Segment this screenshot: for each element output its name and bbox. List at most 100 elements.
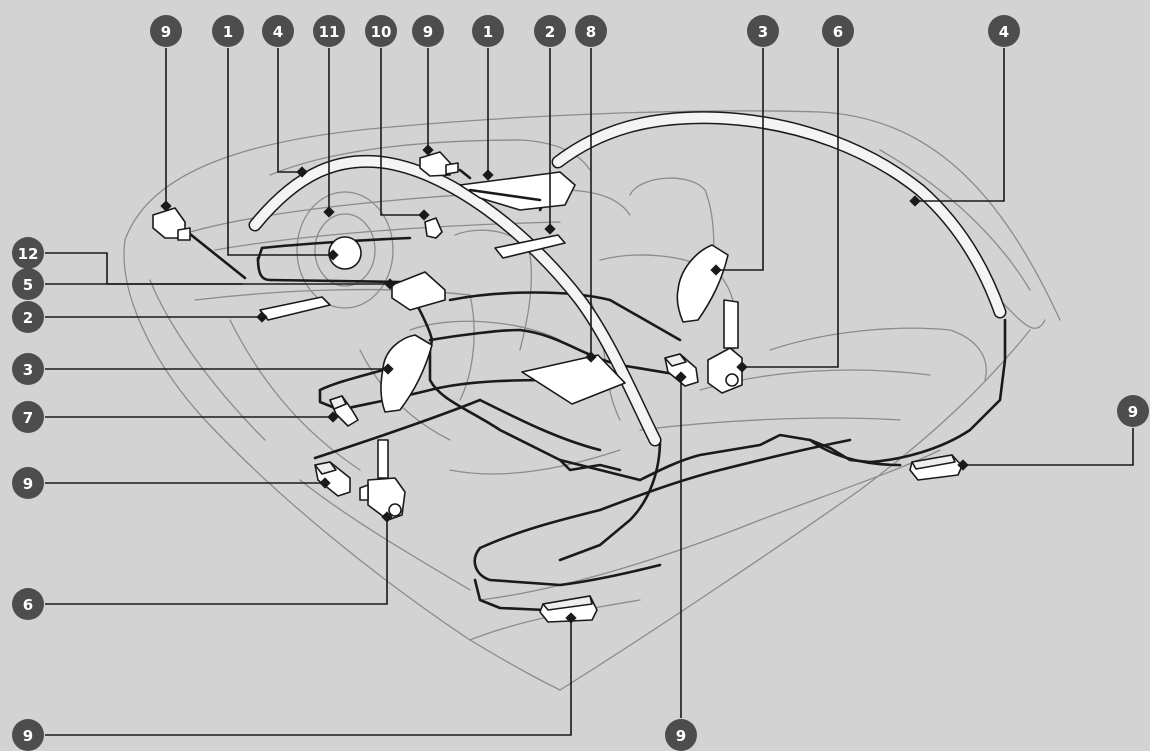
leader-end-marker bbox=[323, 206, 335, 218]
leader-lines bbox=[45, 48, 1134, 736]
callout-circle bbox=[12, 237, 44, 269]
leader-end-marker bbox=[585, 351, 597, 363]
callout-badge-9: 9 bbox=[1117, 395, 1149, 427]
callout-circle bbox=[212, 15, 244, 47]
srs-unit bbox=[391, 271, 446, 311]
callout-circle bbox=[12, 588, 44, 620]
callout-label: 1 bbox=[483, 23, 493, 41]
callout-label: 9 bbox=[423, 23, 433, 41]
callout-circle bbox=[1117, 395, 1149, 427]
passenger-knee-airbag bbox=[494, 234, 566, 259]
leader-end-marker bbox=[160, 200, 172, 212]
leader-end-marker bbox=[418, 209, 430, 221]
callout-circle bbox=[988, 15, 1020, 47]
leader-end-marker bbox=[957, 459, 969, 471]
leader-end-marker bbox=[327, 249, 339, 261]
callout-label: 3 bbox=[758, 23, 768, 41]
callout-badge-7: 7 bbox=[12, 401, 44, 433]
knee-sensor bbox=[424, 217, 443, 239]
callout-label: 9 bbox=[676, 727, 686, 745]
callout-label: 4 bbox=[999, 23, 1009, 41]
callout-circle bbox=[12, 401, 44, 433]
callout-label: 10 bbox=[371, 23, 392, 41]
components bbox=[152, 151, 963, 623]
callout-label: 3 bbox=[23, 361, 33, 379]
driver-belt-tensioner bbox=[377, 439, 389, 479]
leader-end-marker bbox=[422, 144, 434, 156]
callout-badge-1: 1 bbox=[472, 15, 504, 47]
callout-badge-4: 4 bbox=[988, 15, 1020, 47]
callout-badge-3: 3 bbox=[747, 15, 779, 47]
callout-label: 1 bbox=[223, 23, 233, 41]
callout-label: 6 bbox=[833, 23, 843, 41]
callout-circle bbox=[12, 353, 44, 385]
leader-line-4 bbox=[277, 48, 302, 173]
passenger-front-airbag bbox=[459, 171, 576, 211]
callout-label: 9 bbox=[23, 727, 33, 745]
callout-badge-6: 6 bbox=[12, 588, 44, 620]
leader-end-marker bbox=[736, 361, 748, 373]
callout-badge-4: 4 bbox=[262, 15, 294, 47]
callout-badge-6: 6 bbox=[822, 15, 854, 47]
callout-badge-12: 12 bbox=[12, 237, 44, 269]
callout-circle bbox=[534, 15, 566, 47]
callout-badge-9: 9 bbox=[12, 719, 44, 751]
callout-circle bbox=[472, 15, 504, 47]
leader-end-marker bbox=[381, 511, 393, 523]
passenger-side-airbag bbox=[676, 244, 729, 323]
callout-label: 6 bbox=[23, 596, 33, 614]
curtain-airbags bbox=[248, 111, 1007, 447]
callout-circle bbox=[747, 15, 779, 47]
callout-label: 8 bbox=[586, 23, 596, 41]
callout-badge-5: 5 bbox=[12, 268, 44, 300]
callout-badge-11: 11 bbox=[313, 15, 345, 47]
callout-label: 9 bbox=[161, 23, 171, 41]
callout-label: 9 bbox=[1128, 403, 1138, 421]
callout-badge-9: 9 bbox=[150, 15, 182, 47]
callout-circle bbox=[665, 719, 697, 751]
callout-badge-10: 10 bbox=[365, 15, 397, 47]
callout-label: 11 bbox=[319, 23, 340, 41]
leader-end-marker bbox=[710, 264, 722, 276]
leader-end-marker bbox=[327, 411, 339, 423]
callout-circle bbox=[822, 15, 854, 47]
leader-end-marker bbox=[675, 371, 687, 383]
leader-end-marker bbox=[256, 311, 268, 323]
callout-circle bbox=[150, 15, 182, 47]
leader-end-marker bbox=[482, 169, 494, 181]
callout-badge-3: 3 bbox=[12, 353, 44, 385]
leader-line-4 bbox=[915, 48, 1005, 202]
leader-line-9 bbox=[45, 618, 572, 736]
leader-line-6 bbox=[742, 48, 839, 368]
callout-circle bbox=[12, 268, 44, 300]
callout-circle bbox=[365, 15, 397, 47]
callout-badge-9: 9 bbox=[412, 15, 444, 47]
callout-label: 12 bbox=[18, 245, 39, 263]
leader-line-10 bbox=[380, 48, 424, 216]
leader-line-1 bbox=[227, 48, 333, 256]
callout-circle bbox=[575, 15, 607, 47]
callout-badge-8: 8 bbox=[575, 15, 607, 47]
callout-badge-2: 2 bbox=[12, 301, 44, 333]
callout-label: 9 bbox=[23, 475, 33, 493]
driver-front-airbag bbox=[328, 236, 362, 270]
leader-end-marker bbox=[319, 477, 331, 489]
callout-badge-9: 9 bbox=[665, 719, 697, 751]
wiring-harness bbox=[183, 168, 1007, 612]
leader-line-12 bbox=[45, 252, 243, 285]
callout-label: 2 bbox=[545, 23, 555, 41]
passenger-belt-tensioner bbox=[723, 299, 739, 349]
leader-end-marker bbox=[565, 612, 577, 624]
callout-label: 5 bbox=[23, 276, 33, 294]
driver-knee-airbag bbox=[259, 296, 331, 321]
front-impact-sensor-center bbox=[419, 151, 453, 177]
callout-circle bbox=[12, 719, 44, 751]
leader-end-marker bbox=[382, 363, 394, 375]
callout-circle bbox=[313, 15, 345, 47]
leader-end-marker bbox=[296, 166, 308, 178]
leader-line-9 bbox=[963, 428, 1134, 466]
leader-line-3 bbox=[716, 48, 764, 271]
callout-circle bbox=[12, 467, 44, 499]
